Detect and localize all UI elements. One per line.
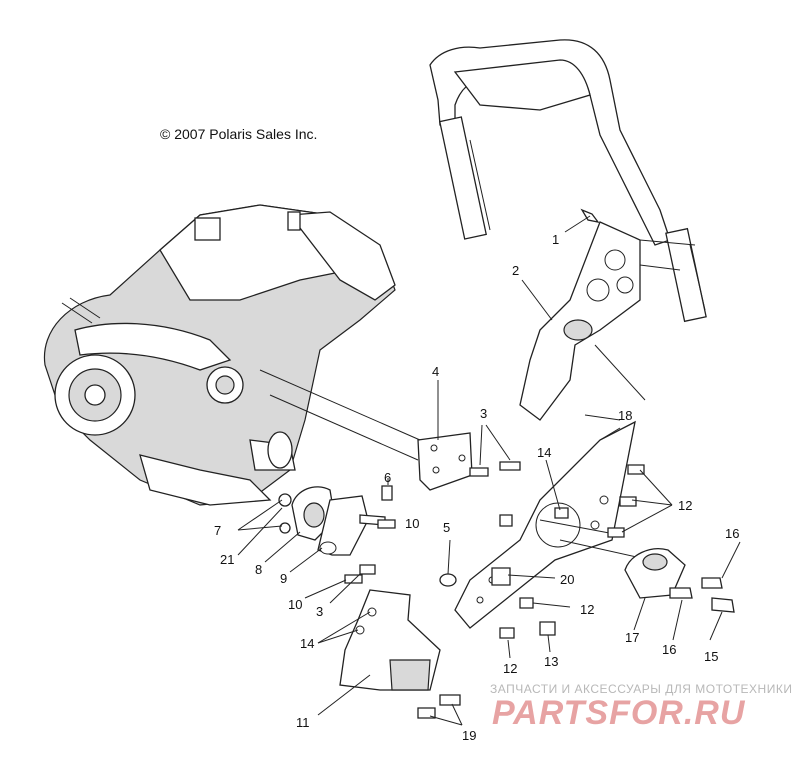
- callout-4: 4: [432, 364, 439, 379]
- leader-lines: [237, 215, 741, 726]
- callout-11: 11: [296, 715, 310, 730]
- callout-1: 1: [552, 232, 559, 247]
- callout-labels: 1 2 3 3 4 5 6 7 8 9 10 10 11 12 12 12 12…: [214, 232, 739, 743]
- engine-assembly: [43, 204, 396, 506]
- engine-mount-part-8: [278, 486, 396, 584]
- callout-7: 7: [214, 523, 221, 538]
- callout-3a: 3: [480, 406, 487, 421]
- callout-10a: 10: [405, 516, 419, 531]
- callout-2: 2: [512, 263, 519, 278]
- callout-16b: 16: [662, 642, 676, 657]
- callout-21: 21: [220, 552, 234, 567]
- callout-3b: 3: [316, 604, 323, 619]
- callout-16a: 16: [725, 526, 739, 541]
- fasteners: [381, 208, 645, 639]
- engine-mount-part-17: [624, 548, 735, 613]
- callout-15: 15: [704, 649, 718, 664]
- bracket-part-18: [454, 420, 651, 629]
- bracket-part-11: [339, 589, 461, 719]
- callout-14b: 14: [300, 636, 314, 651]
- copyright-notice: © 2007 Polaris Sales Inc.: [160, 126, 318, 142]
- callout-12b: 12: [580, 602, 594, 617]
- callout-14a: 14: [537, 445, 551, 460]
- watermark-tagline: ЗАПЧАСТИ И АКСЕССУАРЫ ДЛЯ МОТОТЕХНИКИ: [490, 682, 793, 696]
- callout-10b: 10: [288, 597, 302, 612]
- callout-12c: 12: [503, 661, 517, 676]
- callout-20: 20: [560, 572, 574, 587]
- callout-5: 5: [443, 520, 450, 535]
- callout-17: 17: [625, 630, 639, 645]
- callout-12a: 12: [678, 498, 692, 513]
- callout-13: 13: [544, 654, 558, 669]
- frame-tube-assembly: [429, 39, 707, 323]
- bracket-part-4: [259, 369, 521, 491]
- callout-9: 9: [280, 571, 287, 586]
- callout-6: 6: [384, 470, 391, 485]
- callout-8: 8: [255, 562, 262, 577]
- callout-18: 18: [618, 408, 632, 423]
- callout-19: 19: [462, 728, 476, 743]
- watermark-logo: PARTSFOR.RU: [492, 694, 746, 732]
- bracket-part-2: [519, 221, 696, 421]
